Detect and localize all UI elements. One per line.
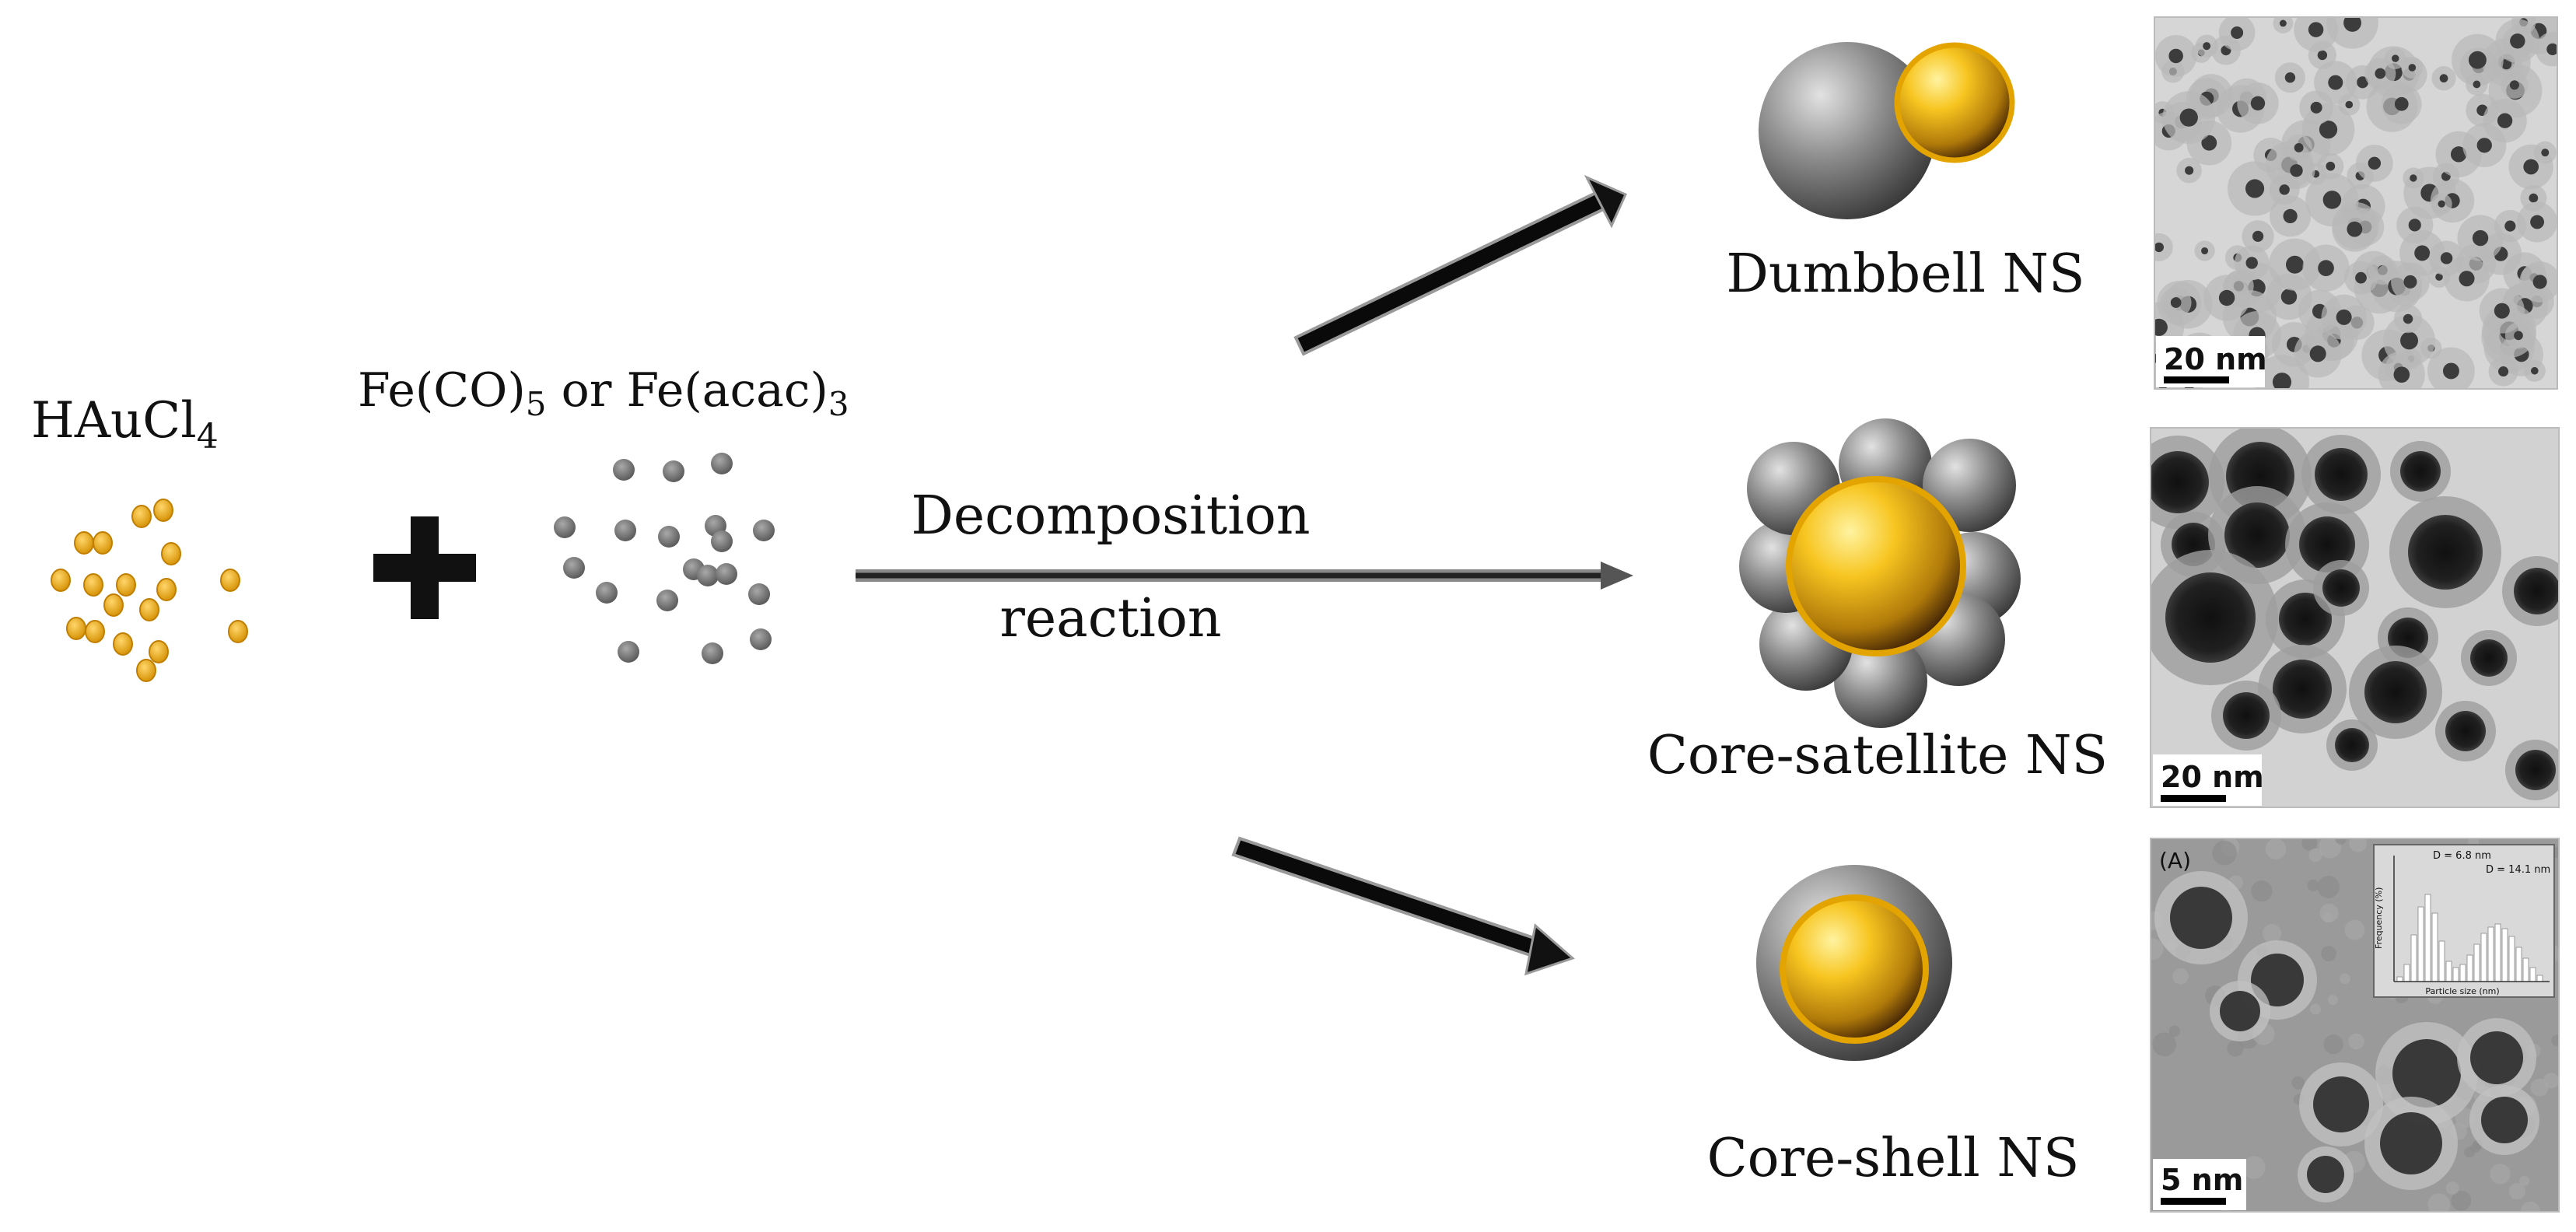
gold-particle: [51, 569, 71, 592]
scale-bar-3: [2161, 1198, 2226, 1205]
gold-particle: [83, 573, 103, 597]
scale-bar-2: [2161, 795, 2226, 802]
gold-particle: [74, 531, 94, 555]
tem-image-core-satellite: 20 nm: [2150, 427, 2560, 808]
gold-particle: [161, 542, 181, 565]
product-name-core-satellite: Core-satellite NS: [1647, 725, 2108, 786]
product-name-core-shell: Core-shell NS: [1707, 1128, 2080, 1189]
reaction-label-line2: reaction: [999, 588, 1221, 649]
inset-y-axis-label: Frequency (%): [2374, 887, 2384, 949]
gold-particle: [220, 569, 240, 592]
gold-particle: [66, 617, 86, 640]
gold-particle: [103, 593, 124, 617]
gold-particle: [93, 531, 113, 555]
iron-particle: [753, 520, 775, 541]
core-satellite-nanostructure: [1739, 418, 2021, 728]
iron-particle: [614, 520, 636, 541]
gold-particle: [153, 499, 173, 522]
iron-particle: [656, 590, 678, 611]
scale-bar-label-1: 20 nm: [2164, 342, 2267, 376]
reaction-arrow: [856, 562, 1633, 590]
scale-bar-label-3: 5 nm: [2161, 1163, 2243, 1197]
iron-particle: [697, 565, 719, 586]
gold-particle: [113, 632, 133, 656]
iron-particle: [613, 459, 635, 481]
gold-precursor-particles: [51, 499, 248, 682]
gold-precursor-label: HAuCl4: [31, 392, 219, 457]
iron-particle: [711, 530, 733, 552]
arrow-to-core-shell: [1231, 836, 1575, 976]
panel-label: (A): [2159, 848, 2191, 873]
iron-particle: [748, 583, 770, 605]
inset-peak1-label: D = 6.8 nm: [2433, 850, 2491, 862]
gold-particle: [149, 640, 169, 663]
arrow-to-dumbbell: [1293, 174, 1627, 356]
iron-particle: [563, 557, 585, 579]
scale-bar-label-2: 20 nm: [2161, 760, 2264, 794]
plus-icon: [373, 516, 476, 619]
iron-particle: [554, 516, 576, 538]
dumbbell-nanostructure: [1759, 42, 2015, 219]
gold-particle: [156, 578, 177, 601]
gold-particle: [228, 620, 248, 643]
gold-particle: [139, 598, 159, 621]
iron-satellite: [1834, 635, 1927, 728]
iron-precursor-particles: [554, 453, 775, 664]
iron-particle: [711, 453, 733, 474]
iron-precursor-label: Fe(CO)5 or Fe(acac)3: [358, 363, 849, 423]
iron-particle: [658, 526, 680, 548]
gold-particle: [131, 505, 152, 528]
iron-particle: [618, 641, 639, 663]
inset-x-axis-label: Particle size (nm): [2425, 986, 2499, 996]
iron-particle: [596, 582, 618, 604]
product-name-dumbbell: Dumbbell NS: [1726, 243, 2084, 305]
gold-particle: [136, 659, 156, 682]
inset-peak2-label: D = 14.1 nm: [2486, 864, 2550, 876]
iron-particle: [750, 628, 772, 650]
iron-particle: [702, 642, 723, 664]
size-distribution-inset: D = 6.8 nm D = 14.1 nm Frequency (%) Par…: [2373, 844, 2555, 998]
gold-particle: [85, 620, 105, 643]
core-shell-nanostructure: [1756, 865, 1952, 1061]
tem-image-core-shell: D = 6.8 nm D = 14.1 nm Frequency (%) Par…: [2150, 838, 2560, 1213]
gold-particle: [116, 573, 136, 597]
scale-bar-1: [2164, 376, 2229, 383]
reaction-label-line1: Decomposition: [911, 485, 1310, 547]
iron-particle: [663, 460, 684, 482]
iron-satellite: [1923, 439, 2016, 532]
iron-particle: [716, 563, 737, 585]
tem-image-dumbbell: 20 nm: [2154, 16, 2558, 390]
